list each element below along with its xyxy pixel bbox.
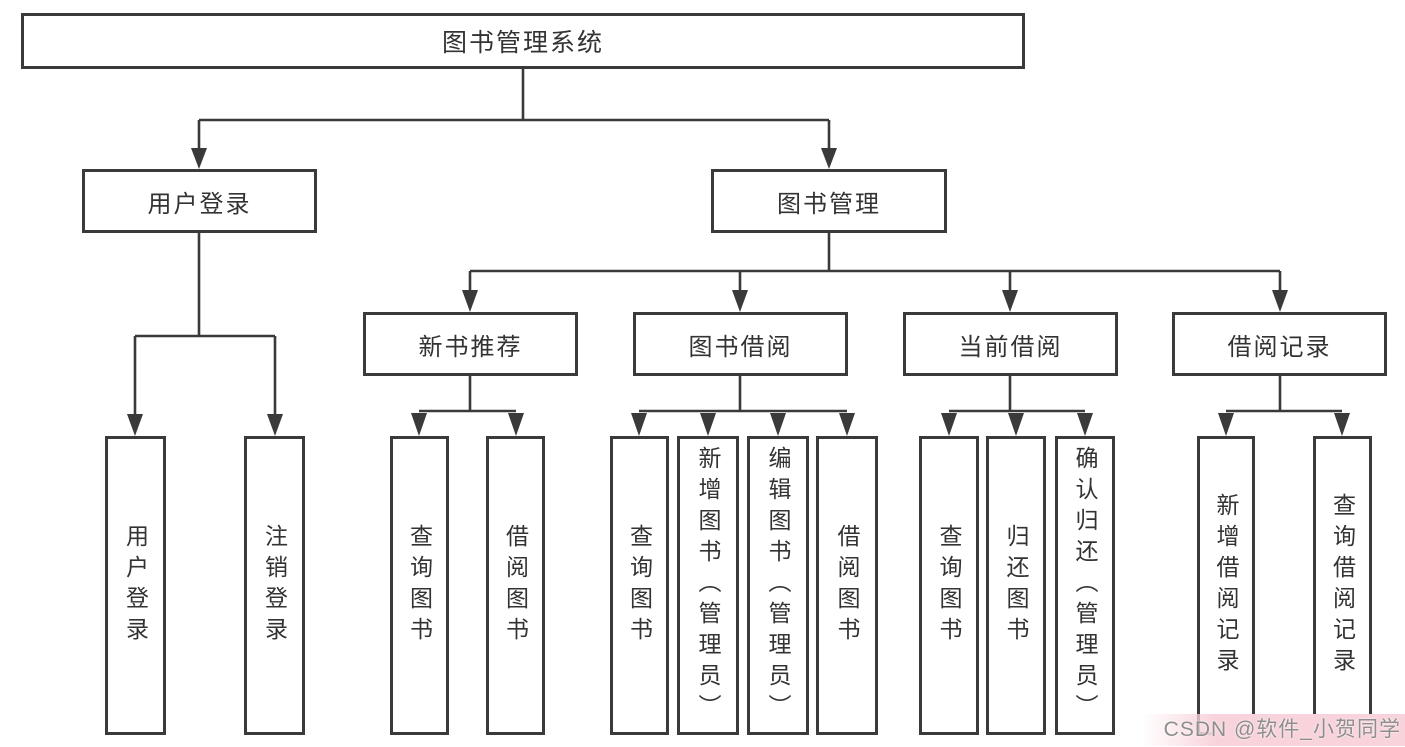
- node-user-login: 用户登录: [82, 169, 317, 233]
- node-label: 新增借阅记录: [1213, 492, 1239, 679]
- leaf-user-login: 用户登录: [105, 436, 166, 735]
- node-label: 查询图书: [936, 523, 962, 648]
- node-label: 归还图书: [1003, 523, 1029, 648]
- node-label: 用户登录: [122, 523, 149, 648]
- node-label: 查询图书: [406, 523, 433, 648]
- leaf-edit-book-admin: 编辑图书（管理员）: [747, 436, 809, 735]
- node-library-management-system: 图书管理系统: [21, 13, 1025, 69]
- leaf-query-borrow-record: 查询借阅记录: [1313, 436, 1372, 735]
- node-label: 注销登录: [261, 523, 288, 648]
- node-label: 图书管理: [777, 190, 881, 218]
- node-label: 借阅图书: [502, 523, 529, 648]
- leaf-query-books-recommend: 查询图书: [390, 436, 449, 735]
- leaf-confirm-return-admin: 确认归还（管理员）: [1055, 436, 1115, 735]
- arrowheads: [127, 148, 1350, 436]
- node-new-book-recommendation: 新书推荐: [363, 312, 578, 376]
- node-label: 图书借阅: [688, 333, 793, 361]
- node-label: 图书管理系统: [441, 29, 604, 57]
- leaf-borrow-books-recommend: 借阅图书: [486, 436, 545, 735]
- node-borrowing-records: 借阅记录: [1172, 312, 1387, 376]
- leaf-add-borrow-record: 新增借阅记录: [1197, 436, 1255, 735]
- node-current-borrowing: 当前借阅: [903, 312, 1118, 376]
- node-label: 用户登录: [147, 190, 252, 218]
- leaf-return-books: 归还图书: [986, 436, 1046, 735]
- leaf-query-books-current: 查询图书: [919, 436, 979, 735]
- csdn-watermark: CSDN @软件_小贺同学: [1141, 714, 1405, 746]
- node-book-borrowing: 图书借阅: [633, 312, 848, 376]
- node-label: 编辑图书（管理员）: [765, 446, 791, 725]
- node-label: 新书推荐: [418, 333, 523, 361]
- leaf-add-book-admin: 新增图书（管理员）: [677, 436, 739, 735]
- node-label: 查询借阅记录: [1329, 492, 1356, 679]
- node-label: 当前借阅: [958, 333, 1063, 361]
- node-label: 借阅图书: [834, 523, 860, 648]
- node-label: 确认归还（管理员）: [1072, 446, 1098, 725]
- leaf-borrow-books: 借阅图书: [816, 436, 878, 735]
- tree-edges: [133, 69, 1342, 417]
- node-book-management: 图书管理: [711, 169, 947, 233]
- leaf-query-books-borrowing: 查询图书: [610, 436, 669, 735]
- leaf-logout-login: 注销登录: [244, 436, 305, 735]
- node-label: 新增图书（管理员）: [695, 446, 721, 725]
- node-label: 查询图书: [626, 523, 653, 648]
- node-label: 借阅记录: [1227, 333, 1332, 361]
